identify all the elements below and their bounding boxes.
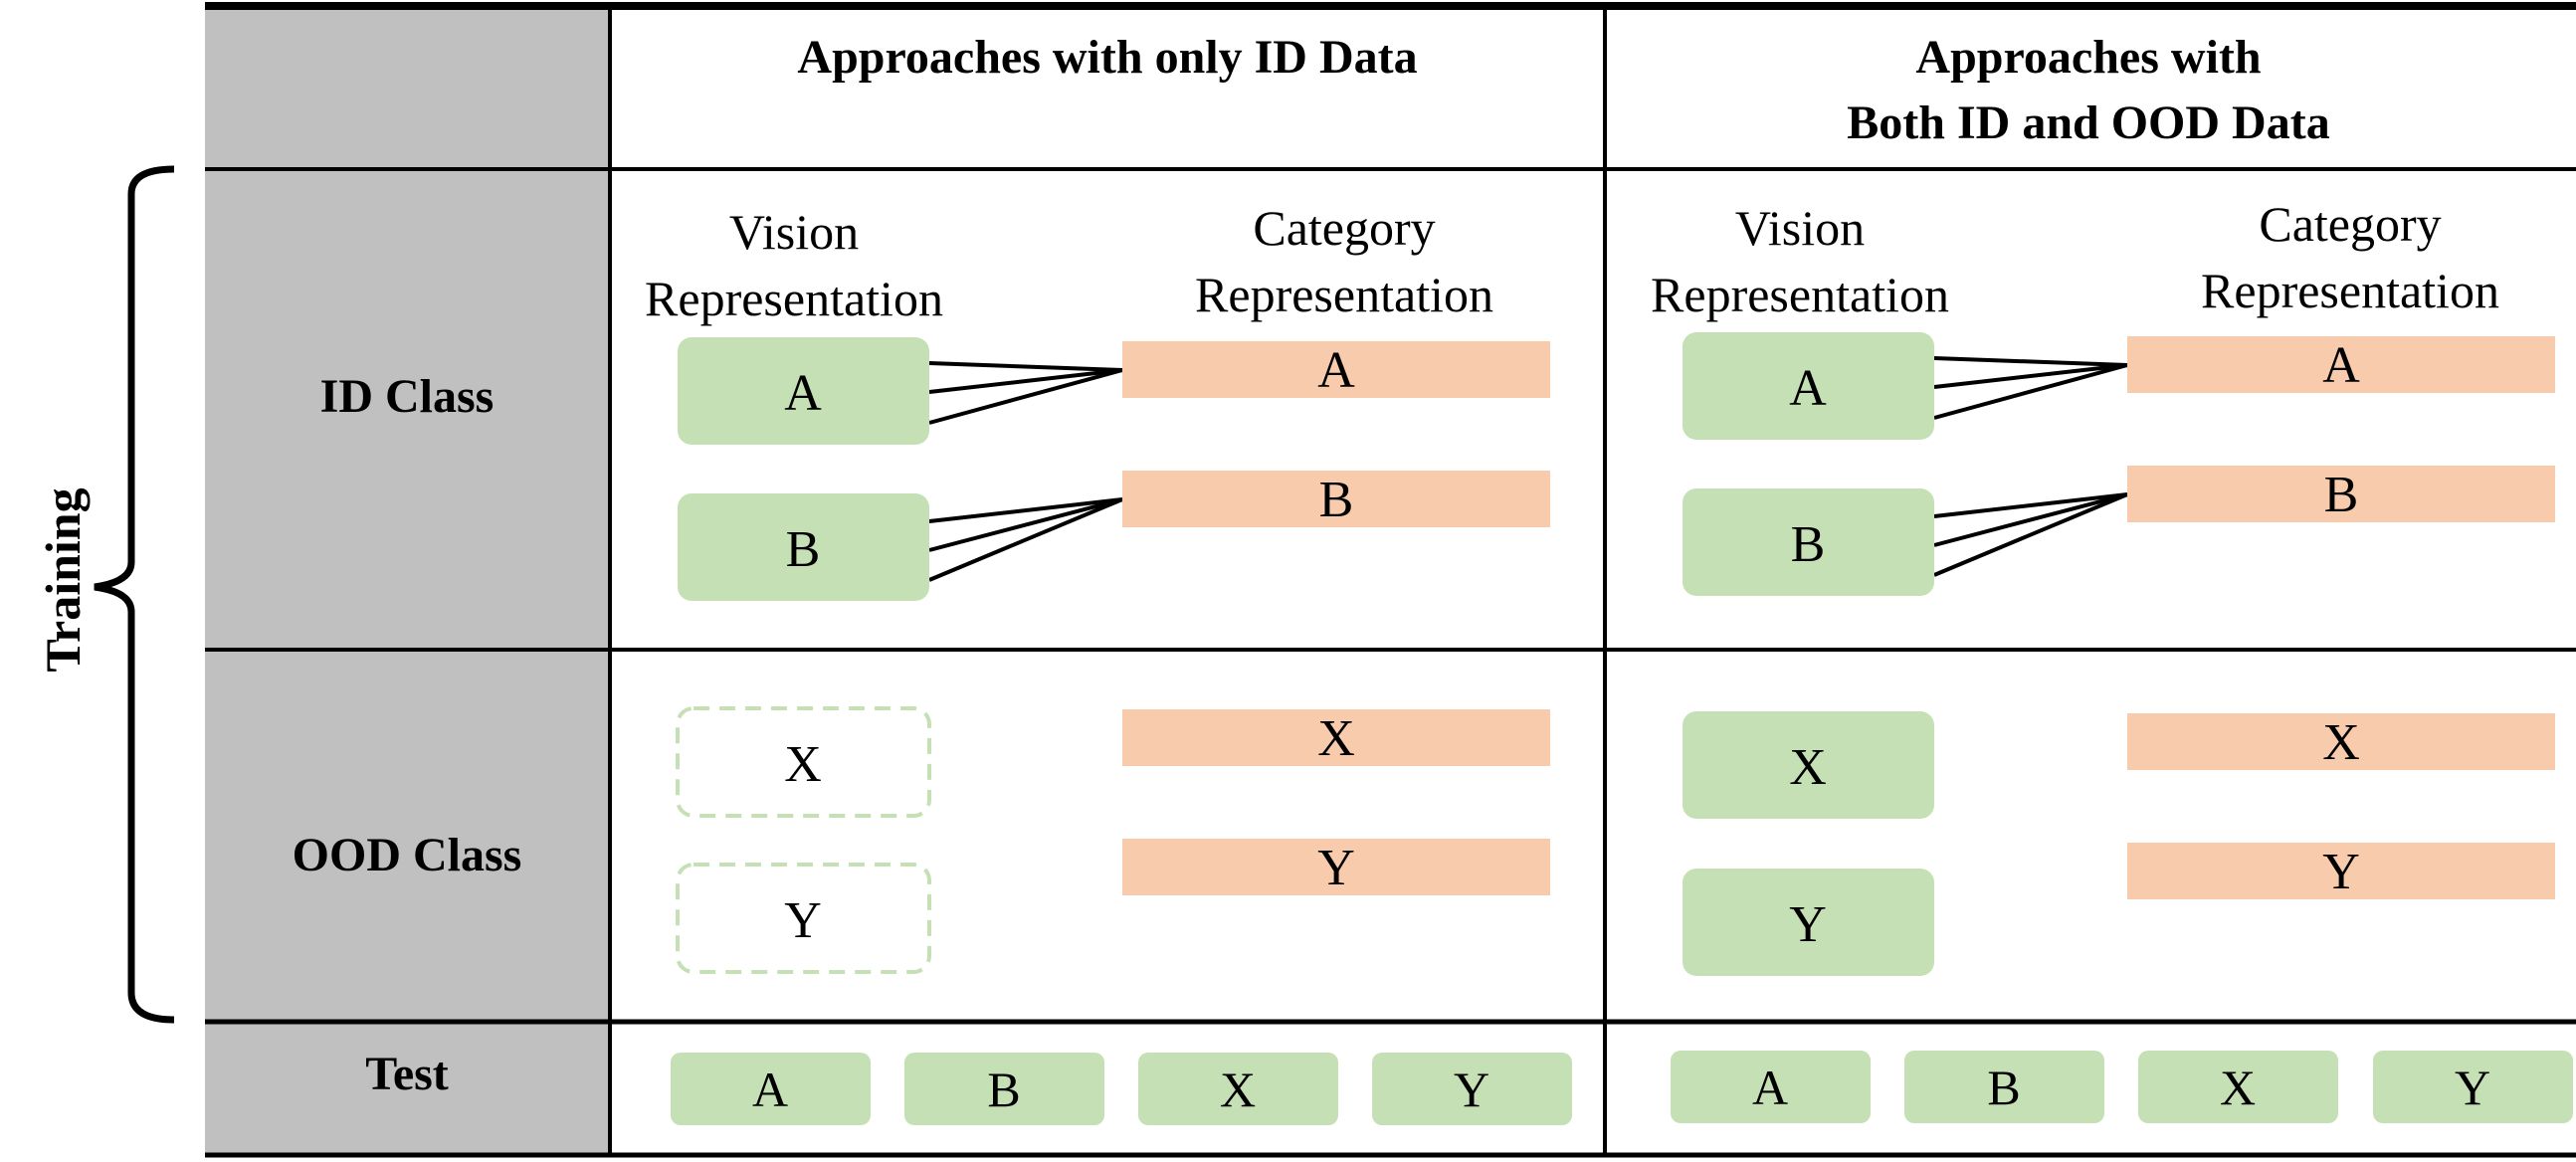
col2-vision-box-b: [1683, 488, 1934, 596]
col2-category-bar-a-label: A: [2322, 337, 2360, 394]
col2-title-line2: Both ID and OOD Data: [1847, 97, 2329, 149]
col2-test-box-x-label: X: [2220, 1060, 2256, 1115]
col2-test-box-b-label: B: [1987, 1060, 2020, 1115]
col1-category-header-line2: Representation: [1195, 267, 1493, 322]
col2-vision-header-line1: Vision: [1735, 200, 1865, 256]
col1-category-bar-a: [1122, 341, 1550, 398]
col1-vision-box-y-missing: [676, 863, 931, 974]
col2-vision-box-y-label: Y: [1789, 896, 1827, 953]
col2-test-box-y-label: Y: [2455, 1060, 2490, 1115]
col1-vision-box-x-missing: [676, 706, 931, 818]
col2-test-box-x: [2138, 1051, 2338, 1123]
col1-test-box-x: [1138, 1053, 1338, 1125]
training-label: Training: [35, 487, 91, 672]
col2-vision-box-x: [1683, 711, 1934, 819]
table-grid: [205, 2, 2576, 1158]
row-label-ood-class: OOD Class: [293, 829, 522, 881]
col2-test-box-a: [1671, 1051, 1871, 1123]
col1-vision-header-line1: Vision: [729, 204, 859, 260]
col2-category-bar-y-label: Y: [2322, 844, 2360, 900]
col2-connector-lines: [1933, 356, 2128, 577]
col1-test-box-a: [671, 1053, 871, 1125]
col2-category-bar-y: [2127, 843, 2555, 899]
col1-connector-lines: [928, 361, 1123, 582]
col2-test-box-y: [2373, 1051, 2573, 1123]
col2-vision-box-y: [1683, 869, 1934, 976]
col1-test-box-b: [904, 1053, 1104, 1125]
col1-category-bar-x: [1122, 709, 1550, 766]
col1-vision-header-line2: Representation: [645, 271, 943, 326]
col2-test-box-b: [1904, 1051, 2104, 1123]
col1-vision-box-x-label: X: [784, 736, 822, 793]
col1-vision-box-y-label: Y: [784, 892, 822, 949]
col1-category-bar-y-label: Y: [1317, 840, 1355, 896]
col2-vision-header-line2: Representation: [1651, 267, 1949, 322]
col1-test-box-y: [1372, 1053, 1572, 1125]
col2-category-header-line1: Category: [2259, 196, 2441, 252]
col2-vision-box-a-label: A: [1789, 360, 1827, 417]
col1-vision-box-b-label: B: [786, 521, 821, 578]
col1-vision-box-b: [678, 493, 929, 601]
col2-vision-box-a: [1683, 332, 1934, 440]
col2-category-bar-x-label: X: [2322, 714, 2360, 771]
col1-test-box-x-label: X: [1220, 1062, 1256, 1117]
col1-test-box-y-label: Y: [1454, 1062, 1489, 1117]
col2-category-bar-b-label: B: [2324, 467, 2359, 523]
col1-vision-box-a: [678, 337, 929, 445]
row-label-test: Test: [365, 1048, 449, 1100]
col1-category-bar-b-label: B: [1319, 472, 1354, 528]
col1-category-bar-x-label: X: [1317, 710, 1355, 767]
col1-vision-box-a-label: A: [784, 365, 822, 422]
col2-category-bar-b: [2127, 466, 2555, 522]
col2-category-bar-x: [2127, 713, 2555, 770]
col1-category-bar-a-label: A: [1317, 342, 1355, 399]
col1-test-box-b-label: B: [987, 1062, 1020, 1117]
col2-test-box-a-label: A: [1752, 1060, 1788, 1115]
col1-category-header-line1: Category: [1253, 200, 1435, 256]
col2-category-header-line2: Representation: [2201, 263, 2499, 318]
col2-title-line1: Approaches with: [1915, 31, 2261, 84]
col1-title: Approaches with only ID Data: [797, 31, 1417, 84]
col1-category-bar-y: [1122, 839, 1550, 895]
col2-vision-box-x-label: X: [1789, 739, 1827, 796]
col2-category-bar-a: [2127, 336, 2555, 393]
col1-category-bar-b: [1122, 471, 1550, 527]
row-header-column: [205, 6, 610, 1155]
row-label-id-class: ID Class: [320, 370, 495, 423]
col1-test-box-a-label: A: [752, 1062, 788, 1117]
col2-vision-box-b-label: B: [1791, 516, 1826, 573]
training-brace: [94, 165, 175, 1024]
